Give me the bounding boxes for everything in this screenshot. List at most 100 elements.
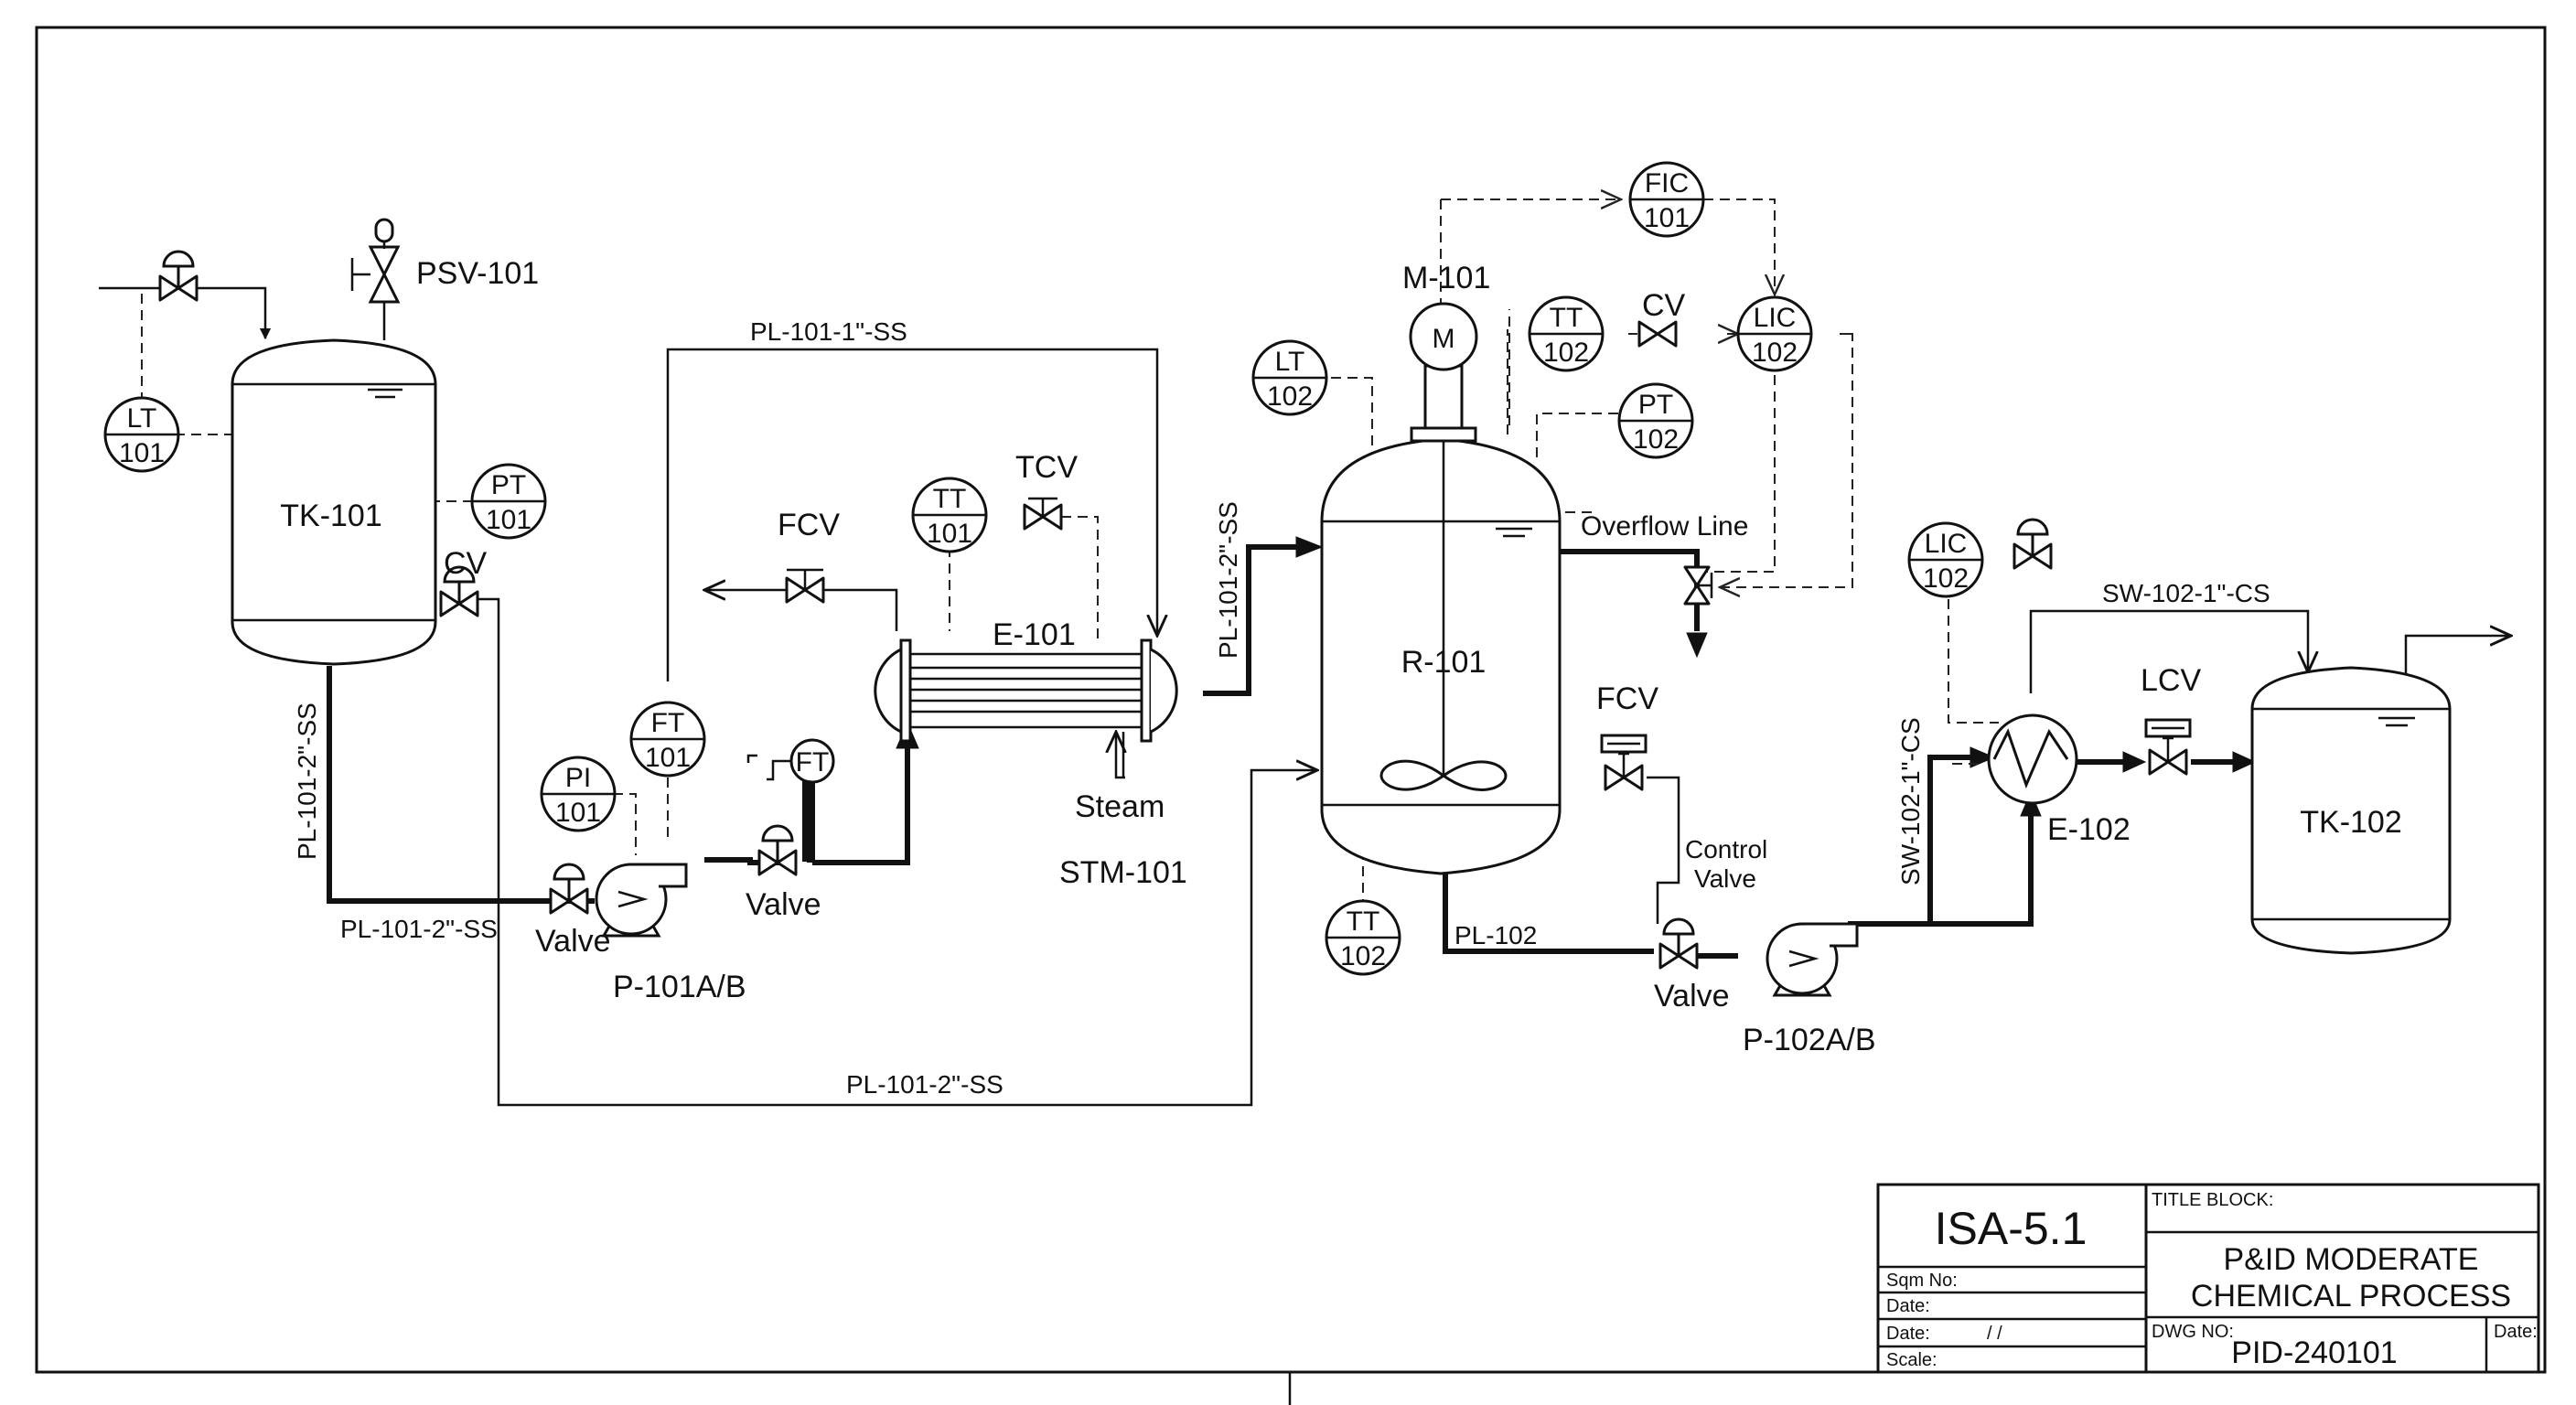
tt-101-bottom: 101 xyxy=(927,519,972,549)
pt-101-top: PT xyxy=(491,470,526,500)
pump-p-102[interactable] xyxy=(1766,922,1859,997)
r-101-label: R-101 xyxy=(1401,645,1487,680)
lic-102-valve[interactable] xyxy=(2012,518,2053,570)
stm-101-label: STM-101 xyxy=(1059,855,1187,890)
cv-valve-2[interactable] xyxy=(1637,320,1678,348)
tank-tk-102: TK-102 xyxy=(2250,666,2452,955)
line-sw-102-vertical: SW-102-1"-CS xyxy=(1896,717,1925,885)
instrument-pi-101[interactable]: PI 101 xyxy=(540,756,617,832)
instrument-lt-102[interactable]: LT 102 xyxy=(1251,339,1328,416)
tb-date-2: Date: xyxy=(1886,1324,1930,1344)
reactor-r-101: R-101 xyxy=(1320,430,1562,875)
inlet-control-valve[interactable] xyxy=(158,250,199,302)
tb-scale: Scale: xyxy=(1886,1350,1937,1370)
tb-title-label: TITLE BLOCK: xyxy=(2152,1190,2273,1210)
instrument-fic-101[interactable]: FIC 101 xyxy=(1628,161,1705,238)
tt-102b-top: TT xyxy=(1347,906,1380,937)
pt-102-bottom: 102 xyxy=(1633,424,1679,455)
tt-102a-bottom: 102 xyxy=(1543,338,1589,368)
tb-date-right: Date: xyxy=(2494,1322,2538,1342)
pt-101-bottom: 101 xyxy=(486,505,531,535)
instrument-tt-102-bottom[interactable]: TT 102 xyxy=(1325,899,1401,976)
overflow-label: Overflow Line xyxy=(1581,511,1748,542)
valve-2-label: Valve xyxy=(746,887,821,922)
tb-standard: ISA-5.1 xyxy=(1935,1203,2088,1254)
tcv-label: TCV xyxy=(1015,450,1078,485)
lic-102a-bottom: 102 xyxy=(1752,338,1798,368)
e-101-label: E-101 xyxy=(993,617,1076,652)
fcv-label-1: FCV xyxy=(778,508,840,542)
pt-102-top: PT xyxy=(1638,390,1673,420)
line-pl-101-2-ss-bottom: PL-101-2"-SS xyxy=(846,1070,1004,1099)
tb-date-1: Date: xyxy=(1886,1296,1930,1316)
tt-101-top: TT xyxy=(933,484,967,514)
pump-p-101[interactable] xyxy=(595,863,688,938)
tt-102b-bottom: 102 xyxy=(1340,941,1386,971)
p-102-label: P-102A/B xyxy=(1743,1023,1876,1057)
fcv-label-2: FCV xyxy=(1596,681,1658,716)
fcv-valve-2[interactable] xyxy=(1600,734,1648,791)
line-pl-101-2-ss-e101-out: PL-101-2"-SS xyxy=(1214,501,1242,659)
cv-label-2: CV xyxy=(1642,288,1686,323)
line-pl-102: PL-102 xyxy=(1454,921,1537,949)
process-lines xyxy=(99,286,2511,1107)
control-valve-label-2: Valve xyxy=(1694,864,1756,893)
valve-1[interactable] xyxy=(549,863,589,915)
line-pl-101-2-ss-vertical: PL-101-2"-SS xyxy=(293,702,321,860)
valve-1-label: Valve xyxy=(535,924,611,959)
tcv-valve[interactable] xyxy=(1023,497,1063,531)
line-pl-101-1-ss: PL-101-1"-SS xyxy=(750,317,907,346)
valve-3-label: Valve xyxy=(1654,979,1730,1014)
p-101-label: P-101A/B xyxy=(613,970,746,1004)
instrument-tt-102-top[interactable]: TT 102 xyxy=(1528,295,1605,372)
tb-dwg-no-label: DWG NO: xyxy=(2152,1322,2234,1342)
valve-2[interactable] xyxy=(757,824,798,876)
instrument-pt-101[interactable]: PT 101 xyxy=(470,463,547,540)
fcv-valve-1[interactable] xyxy=(785,568,825,604)
psv-101-label: PSV-101 xyxy=(416,256,539,291)
ft-inline-label: FT xyxy=(796,747,830,778)
tb-sqm-no: Sqm No: xyxy=(1886,1271,1958,1291)
instrument-tt-101[interactable]: TT 101 xyxy=(911,477,988,553)
cv-label-1: CV xyxy=(444,546,488,581)
tb-dwg-no: PID-240101 xyxy=(2231,1335,2397,1370)
lt-101-bottom: 101 xyxy=(119,438,165,468)
valve-3[interactable] xyxy=(1658,917,1699,970)
ft-101-top: FT xyxy=(651,708,685,738)
instrument-lic-102-bottom[interactable]: LIC 102 xyxy=(1907,521,1984,598)
lic-102a-top: LIC xyxy=(1754,303,1797,333)
tb-title-line-1: P&ID MODERATE xyxy=(2224,1242,2479,1277)
lcv-label: LCV xyxy=(2141,663,2201,698)
m-101-label: M-101 xyxy=(1402,261,1490,295)
drawing-frame xyxy=(35,26,2547,1374)
instrument-pt-102[interactable]: PT 102 xyxy=(1617,382,1694,459)
pi-101-top: PI xyxy=(565,763,591,793)
lt-102-top: LT xyxy=(1275,347,1305,377)
fic-101-top: FIC xyxy=(1645,168,1689,198)
psv-101[interactable]: PSV-101 xyxy=(350,218,539,340)
motor-m-101[interactable]: M M-101 xyxy=(1402,261,1490,443)
e-102-label: E-102 xyxy=(2047,812,2131,847)
signal-lines xyxy=(141,199,2051,942)
ft-101-bottom: 101 xyxy=(645,743,691,773)
lcv-valve[interactable] xyxy=(2144,718,2192,776)
lic-102b-top: LIC xyxy=(1925,529,1968,559)
tk-102-label: TK-102 xyxy=(2300,805,2402,840)
steam-label: Steam xyxy=(1075,789,1165,824)
ft-inline[interactable]: FT xyxy=(746,738,835,784)
tt-102a-top: TT xyxy=(1550,303,1583,333)
motor-m-label: M xyxy=(1433,324,1455,354)
line-pl-101-2-ss-horizontal: PL-101-2"-SS xyxy=(340,915,498,943)
overflow-valve[interactable] xyxy=(1683,565,1713,606)
instrument-lic-102-top[interactable]: LIC 102 xyxy=(1736,295,1813,372)
title-block: ISA-5.1 Sqm No: Date: Date: / / Scale: T… xyxy=(1876,1183,2540,1374)
fic-101-bottom: 101 xyxy=(1644,203,1690,233)
lic-102b-bottom: 102 xyxy=(1923,563,1969,594)
lt-101-top: LT xyxy=(127,403,157,434)
heat-exchanger-e-101: E-101 xyxy=(874,617,1178,743)
instrument-lt-101[interactable]: LT 101 xyxy=(103,396,180,473)
instrument-ft-101[interactable]: FT 101 xyxy=(629,701,706,778)
tb-date-2-slashes: / / xyxy=(1987,1324,2002,1344)
pi-101-bottom: 101 xyxy=(555,798,601,828)
